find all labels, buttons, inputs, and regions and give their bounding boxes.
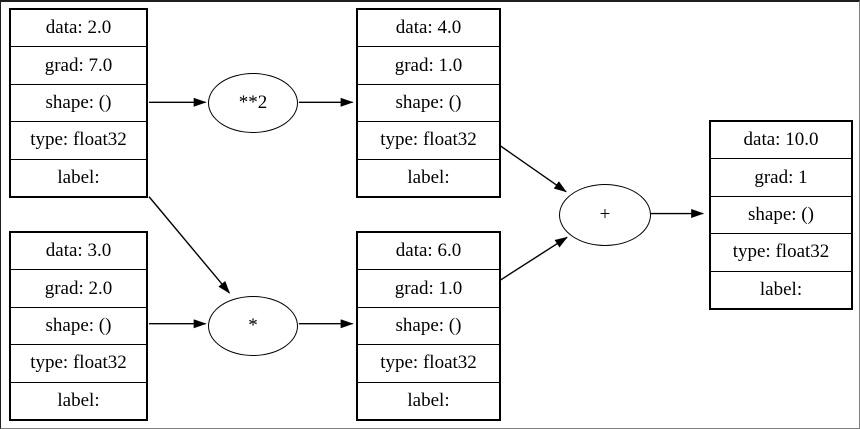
- field-data: data: 3.0: [45, 240, 112, 262]
- field-type: type: float32: [11, 121, 146, 158]
- field-grad: grad: 1.0: [358, 46, 499, 83]
- field-type: type: float32: [358, 344, 499, 381]
- field-label: label:: [358, 158, 499, 196]
- tensor-node-input-a: data: 2.0 grad: 7.0 shape: () type: floa…: [9, 8, 148, 198]
- field-label: label:: [11, 381, 146, 419]
- field-grad: grad: 1.0: [358, 269, 499, 306]
- field-grad: grad: 2.0: [11, 269, 146, 306]
- field-data: data: 2.0: [45, 17, 112, 39]
- field-label: label:: [358, 381, 499, 419]
- field-shape: shape: (): [358, 83, 499, 121]
- field-shape: shape: (): [11, 306, 146, 344]
- add-op-label: +: [599, 204, 611, 225]
- tensor-node-input-b: data: 3.0 grad: 2.0 shape: () type: floa…: [9, 231, 148, 421]
- tensor-node-a-squared: data: 4.0 grad: 1.0 shape: () type: floa…: [356, 8, 501, 198]
- field-type: type: float32: [11, 344, 146, 381]
- tensor-node-output: data: 10.0 grad: 1 shape: () type: float…: [709, 120, 853, 310]
- field-data: data: 10.0: [743, 129, 819, 151]
- add-op-node: +: [559, 184, 651, 246]
- edge-ab-to-add: [500, 236, 568, 281]
- edge-a-to-mul: [148, 196, 231, 294]
- field-shape: shape: (): [358, 306, 499, 344]
- tensor-node-a-times-b: data: 6.0 grad: 1.0 shape: () type: floa…: [356, 231, 501, 421]
- mul-op-label: *: [248, 315, 258, 336]
- field-type: type: float32: [711, 233, 851, 270]
- field-grad: grad: 7.0: [11, 46, 146, 83]
- field-data: data: 4.0: [395, 17, 462, 39]
- field-label: label:: [711, 270, 851, 308]
- field-data: data: 6.0: [395, 240, 462, 262]
- field-shape: shape: (): [711, 195, 851, 233]
- edge-asq-to-add: [500, 145, 567, 193]
- field-grad: grad: 1: [711, 158, 851, 195]
- mul-op-node: *: [208, 296, 298, 356]
- pow-op-node: **2: [208, 73, 298, 133]
- field-label: label:: [11, 158, 146, 196]
- field-shape: shape: (): [11, 83, 146, 121]
- field-type: type: float32: [358, 121, 499, 158]
- pow-op-label: **2: [238, 92, 268, 113]
